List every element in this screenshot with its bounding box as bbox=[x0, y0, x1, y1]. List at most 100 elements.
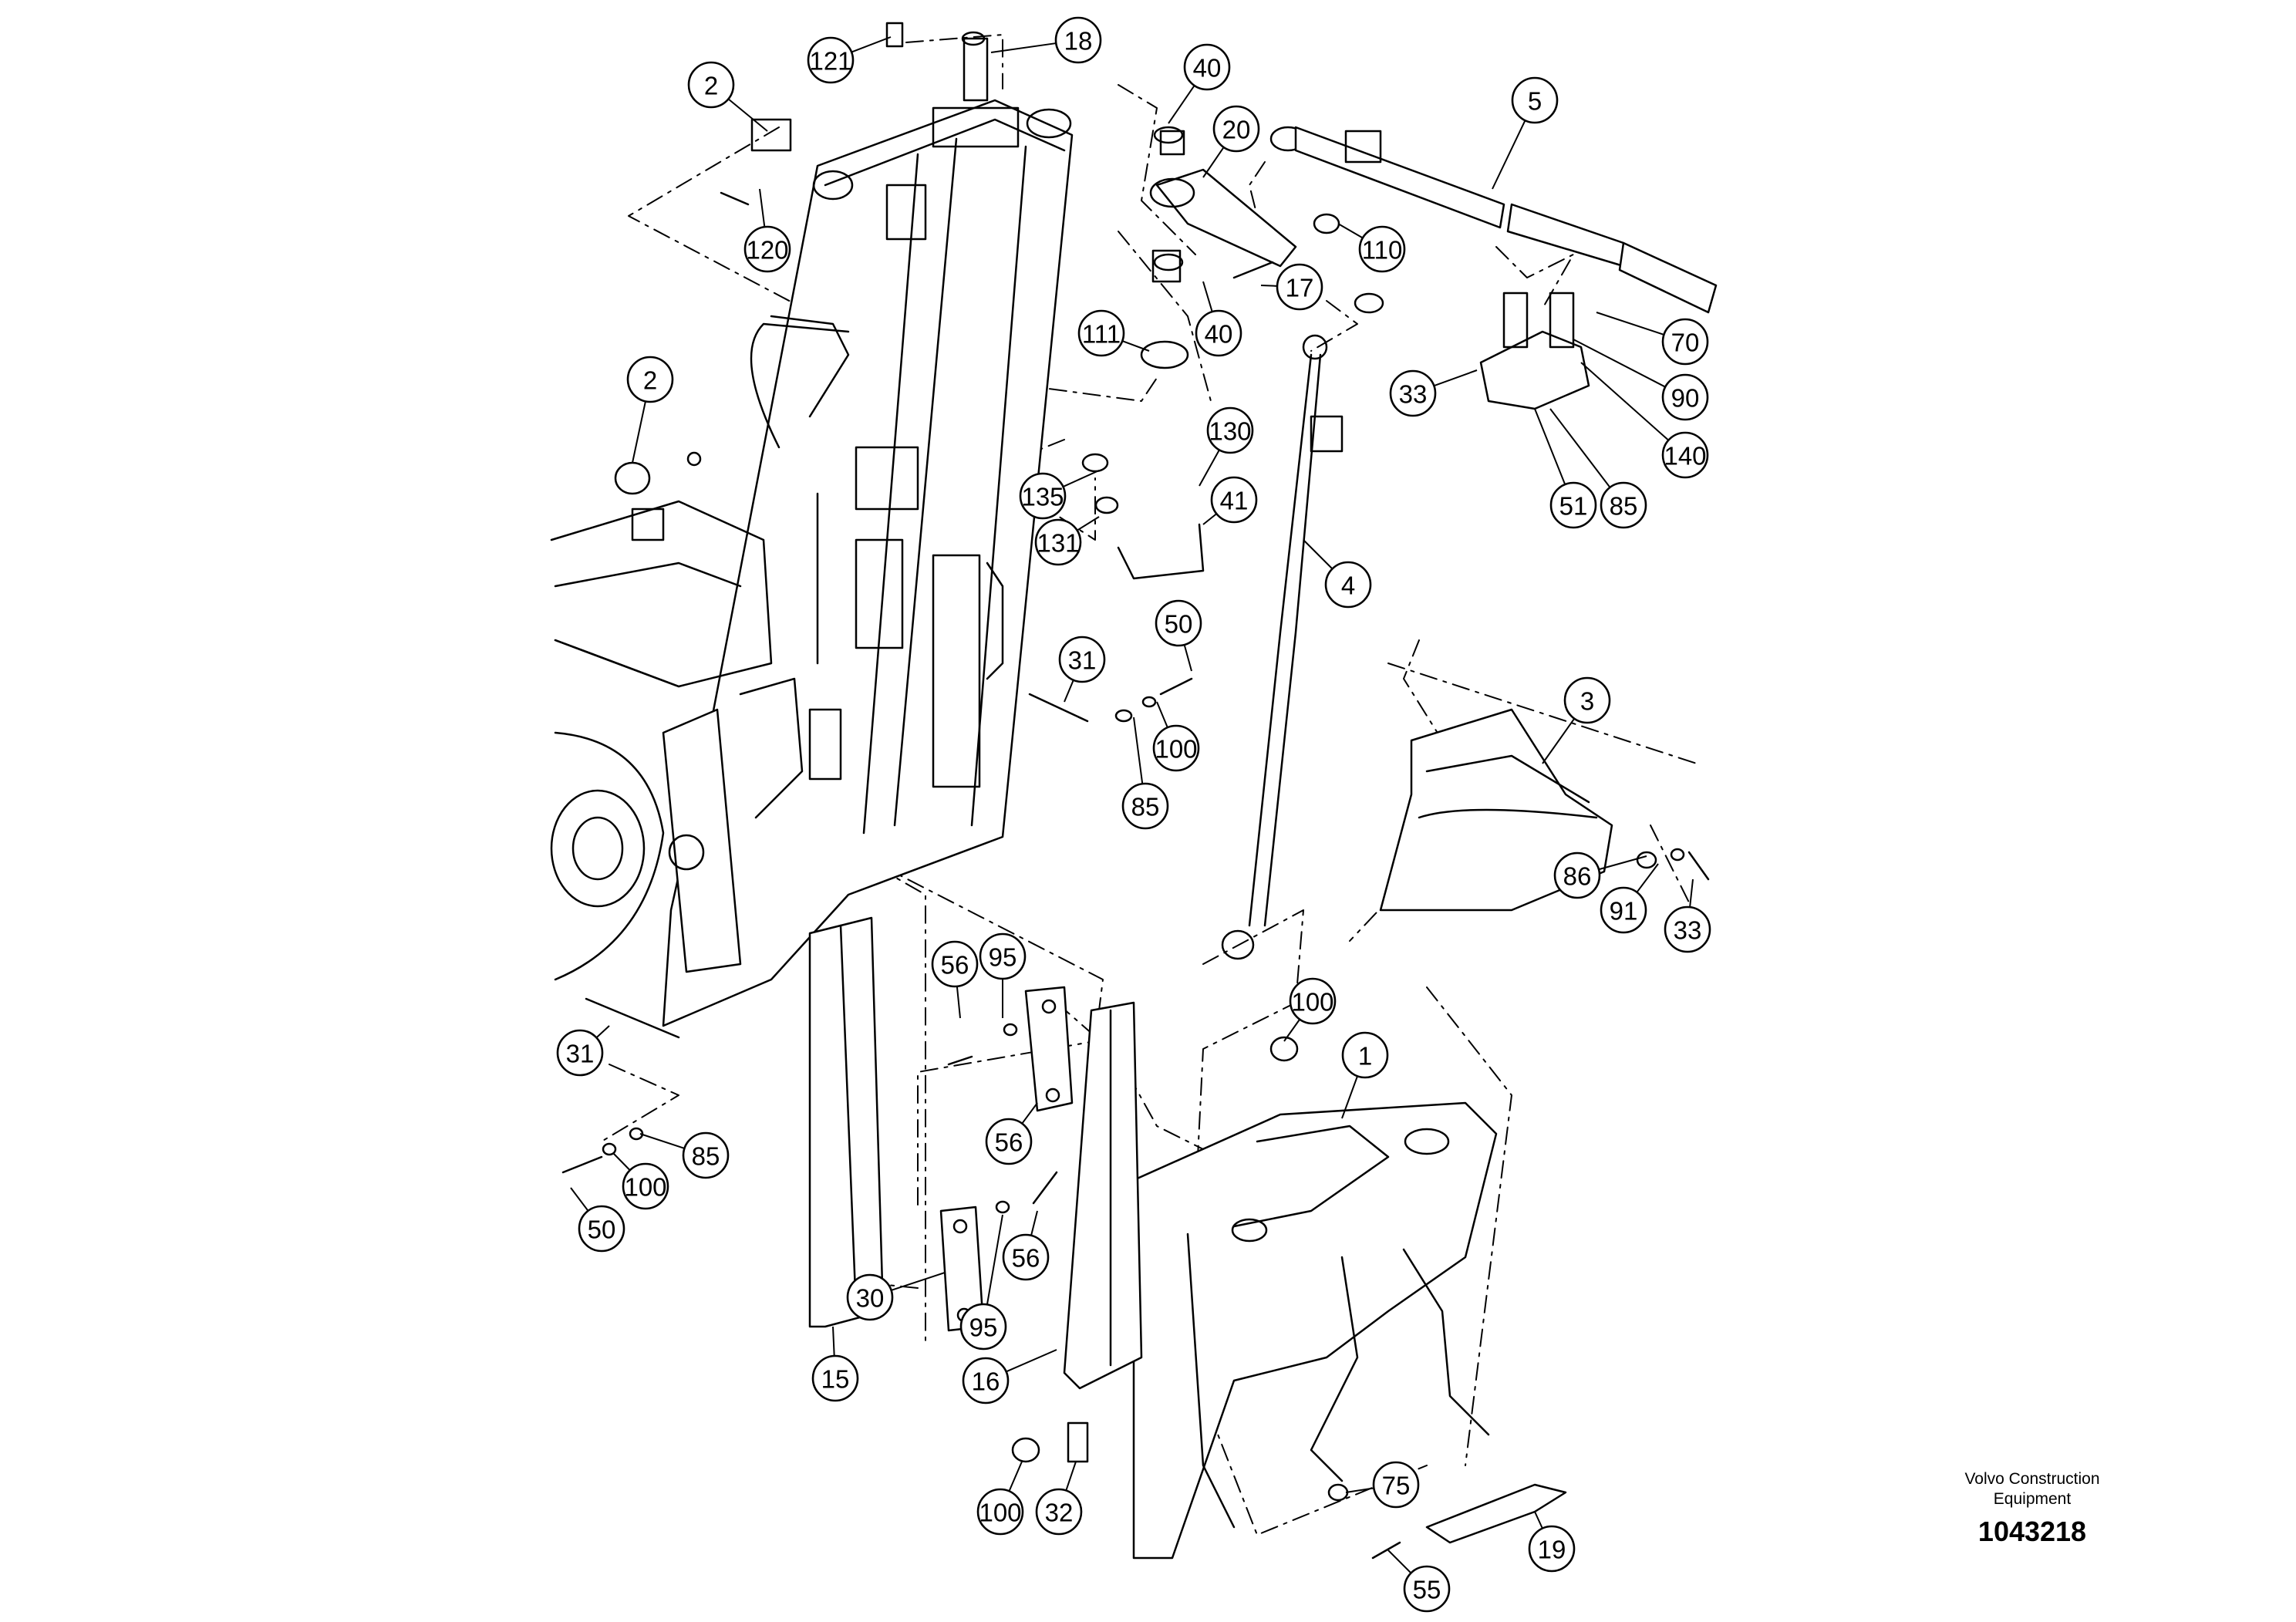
callout-circle bbox=[1058, 636, 1106, 683]
callout-33: 33 bbox=[1664, 878, 1711, 953]
callout-leader-line bbox=[1008, 1461, 1023, 1492]
callout-leader-line bbox=[1064, 679, 1074, 703]
callout-120: 120 bbox=[743, 188, 791, 273]
callout-circle bbox=[1155, 599, 1202, 647]
callout-number: 50 bbox=[1165, 610, 1193, 639]
callout-circle bbox=[1563, 676, 1611, 724]
callout-number: 90 bbox=[1671, 384, 1700, 413]
callout-circle bbox=[1511, 76, 1559, 124]
callout-86: 86 bbox=[1553, 851, 1647, 899]
bucket-3 bbox=[1379, 708, 1613, 912]
callout-circle bbox=[1152, 724, 1200, 772]
callout-16: 16 bbox=[962, 1349, 1057, 1404]
callout-leader-line bbox=[1202, 281, 1213, 312]
callout-number: 2 bbox=[704, 72, 718, 100]
callout-leader-line bbox=[1303, 539, 1333, 570]
callout-circle bbox=[1600, 886, 1647, 934]
callout-leader-line bbox=[1199, 449, 1220, 487]
rail-16 bbox=[1063, 1001, 1143, 1390]
callout-15: 15 bbox=[811, 1326, 859, 1402]
callout-85: 85 bbox=[639, 1131, 730, 1179]
callout-number: 2 bbox=[643, 366, 657, 395]
callout-number: 40 bbox=[1193, 54, 1222, 83]
callout-number: 5 bbox=[1528, 87, 1542, 116]
callout-18: 18 bbox=[990, 16, 1102, 64]
callout-2: 2 bbox=[626, 356, 674, 464]
callout-circle bbox=[1661, 318, 1709, 366]
callout-circle bbox=[1372, 1461, 1420, 1509]
callout-circle bbox=[1206, 406, 1254, 454]
callout-leader-line bbox=[1387, 1549, 1412, 1574]
callout-leader-line bbox=[1121, 340, 1150, 352]
callout-55: 55 bbox=[1387, 1549, 1451, 1613]
callout-circle bbox=[1121, 782, 1169, 830]
callout-50: 50 bbox=[570, 1187, 625, 1253]
callout-leader-line bbox=[1534, 1511, 1543, 1529]
callout-circle bbox=[1389, 369, 1437, 417]
parts-linework bbox=[550, 22, 1718, 1560]
callout-circle bbox=[811, 1354, 859, 1402]
callout-number: 3 bbox=[1580, 687, 1594, 716]
callout-number: 110 bbox=[1362, 236, 1403, 265]
callout-number: 130 bbox=[1209, 417, 1251, 446]
callout-circle bbox=[1019, 472, 1067, 520]
callout-100: 100 bbox=[1283, 977, 1337, 1042]
callout-number: 41 bbox=[1220, 487, 1249, 515]
callout-leader-line bbox=[1341, 1075, 1358, 1119]
callout-circle bbox=[1549, 481, 1597, 529]
callout-circle bbox=[976, 1488, 1024, 1536]
callout-number: 33 bbox=[1399, 380, 1428, 409]
callout-number: 100 bbox=[624, 1173, 666, 1202]
callout-4: 4 bbox=[1303, 539, 1372, 609]
callout-leader-line bbox=[570, 1187, 589, 1212]
callout-32: 32 bbox=[1035, 1461, 1083, 1536]
callout-circle bbox=[1195, 309, 1242, 357]
callout-75: 75 bbox=[1345, 1461, 1420, 1509]
callout-110: 110 bbox=[1337, 223, 1406, 273]
callout-100: 100 bbox=[1152, 701, 1200, 772]
callout-3: 3 bbox=[1542, 676, 1611, 764]
callout-95: 95 bbox=[959, 1214, 1007, 1351]
callout-number: 55 bbox=[1413, 1576, 1441, 1604]
callout-circle bbox=[1341, 1031, 1389, 1079]
callout-leader-line bbox=[1202, 147, 1225, 178]
callout-circle bbox=[1034, 518, 1082, 566]
callout-20: 20 bbox=[1202, 105, 1260, 178]
callout-leader-line bbox=[639, 1133, 685, 1149]
callout-number: 121 bbox=[809, 47, 851, 76]
callout-leader-line bbox=[1156, 701, 1168, 728]
callout-leader-line bbox=[759, 188, 766, 228]
bracket-assembly bbox=[1479, 292, 1590, 410]
callout-121: 121 bbox=[807, 36, 892, 84]
callout-leader-line bbox=[1065, 1461, 1077, 1491]
callout-leader-line bbox=[1077, 516, 1100, 531]
callout-circle bbox=[1358, 225, 1406, 273]
callout-number: 85 bbox=[1131, 793, 1160, 821]
callout-85: 85 bbox=[1549, 408, 1647, 529]
callout-number: 95 bbox=[969, 1313, 998, 1342]
callout-number: 100 bbox=[979, 1499, 1021, 1527]
callout-circle bbox=[578, 1205, 625, 1253]
callout-leader-line bbox=[1580, 362, 1669, 441]
callout-131: 131 bbox=[1034, 516, 1100, 566]
callout-111: 111 bbox=[1077, 309, 1150, 357]
callout-circle bbox=[1664, 905, 1711, 953]
callout-85: 85 bbox=[1121, 717, 1169, 830]
callout-circle bbox=[1661, 373, 1709, 421]
callout-leader-line bbox=[1534, 408, 1566, 485]
callout-circle bbox=[556, 1029, 604, 1077]
callout-leader-line bbox=[832, 1326, 835, 1357]
callout-leader-line bbox=[612, 1152, 631, 1171]
callout-number: 51 bbox=[1559, 492, 1588, 521]
callout-leader-line bbox=[1337, 223, 1364, 239]
callout-leader-line bbox=[956, 986, 961, 1019]
callout-95: 95 bbox=[979, 932, 1027, 1018]
callout-leader-line bbox=[727, 98, 768, 132]
callout-leader-line bbox=[1433, 369, 1478, 387]
callout-56: 56 bbox=[931, 940, 979, 1019]
callout-17: 17 bbox=[1260, 263, 1323, 311]
callout-2: 2 bbox=[687, 61, 768, 132]
plate-56 bbox=[1024, 986, 1074, 1112]
